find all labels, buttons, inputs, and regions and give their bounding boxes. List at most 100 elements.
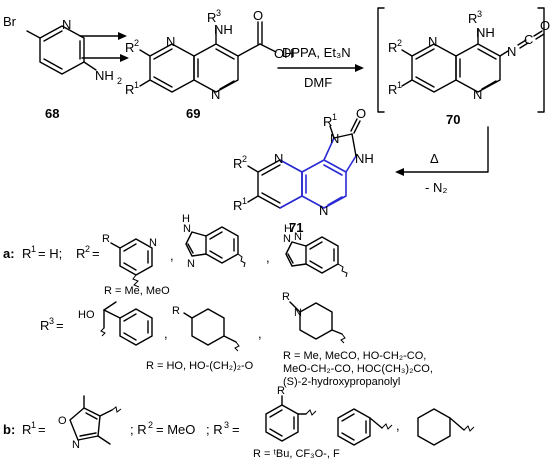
hydroxy-label: HO [78, 309, 95, 321]
separator-comma5: , [396, 418, 400, 433]
nh-label: NH [355, 151, 374, 166]
separator-comma: , [170, 248, 174, 263]
ring-nitrogen-1: N [428, 34, 437, 49]
a-r1: R [22, 246, 31, 261]
b-r3-eq: = [232, 422, 240, 437]
r1-superscript: 1 [397, 80, 402, 90]
legend-a-prefix: a: [3, 246, 15, 261]
imidazole-n: N [330, 131, 339, 146]
solvent-below: DMF [304, 75, 332, 90]
reagents-above: DPPA, Et₃N [282, 45, 351, 60]
b-r2-sup: 2 [148, 420, 153, 430]
r3-label: R [207, 10, 216, 25]
heat-above: Δ [430, 151, 439, 166]
r3-superscript: 3 [477, 9, 482, 19]
nh-label: NH [214, 22, 233, 37]
arrow-step3: Δ - N₂ [395, 126, 489, 195]
benz1-h: H [182, 213, 190, 225]
separator-comma3: , [164, 326, 168, 341]
r1-label: R [323, 114, 332, 129]
a-r3-eq: = [56, 318, 64, 333]
benz2-nh: N [283, 233, 291, 245]
compound-71: R 1 O NH N N N R 2 R 1 71 [233, 106, 374, 235]
a-r2-eq: = [92, 246, 100, 261]
nitrogen-loss-below: - N₂ [425, 180, 447, 195]
a-r3: R [40, 318, 49, 333]
separator-comma2: , [266, 250, 270, 265]
legend-b-prefix: b: [3, 422, 15, 437]
r1b-superscript: 1 [242, 196, 247, 206]
r2-label: R [125, 40, 134, 55]
hydroxyl-label: OH [274, 46, 294, 61]
isoxazole-o: O [58, 415, 67, 427]
r2-superscript: 2 [242, 154, 247, 164]
piperidine-note-1: R = Me, MeCO, HO-CH₂-CO, [283, 350, 426, 362]
separator-comma4: , [258, 326, 262, 341]
r2-label: R [233, 156, 242, 171]
ring-nitrogen-label: N [62, 17, 71, 32]
benz1-nh: N [183, 223, 191, 235]
compound-71-label: 71 [289, 220, 303, 235]
isocyanate-o: O [540, 18, 550, 33]
benz2-n: N [294, 231, 302, 243]
carbonyl-oxygen: O [253, 8, 263, 23]
b-r3-sup: 3 [224, 420, 229, 430]
compound-68-label: 68 [45, 106, 59, 121]
b-r1-sup: 1 [31, 420, 36, 430]
benz1-n: N [187, 258, 195, 270]
r3-superscript: 3 [216, 8, 221, 18]
amino-label: NH [95, 68, 114, 83]
ring-nitrogen-1: N [166, 34, 175, 49]
r2-label: R [388, 40, 397, 55]
compound-69: R 3 NH R 2 R 1 N N O OH 69 [125, 8, 294, 121]
cyclohexyl-note: R = HO, HO-(CH₂)₂-O [146, 360, 254, 372]
compound-69-label: 69 [186, 106, 200, 121]
r2-superscript: 2 [397, 38, 402, 48]
a-r2: R [76, 246, 85, 261]
a-r1-sup: 1 [31, 244, 36, 254]
isocyanate-c: C [524, 32, 533, 47]
legend-b: b: R 1 = O N ; R 2 = MeO ; R 3 = R R = ᵗ… [3, 385, 475, 460]
r3-label: R [468, 11, 477, 26]
pyridine-n: N [149, 237, 157, 249]
b-r2: ; R [130, 422, 147, 437]
isocyanate-n: N [507, 44, 516, 59]
r1-label: R [388, 82, 397, 97]
isoxazole-n: N [72, 439, 80, 451]
ring-nitrogen-1: N [274, 151, 283, 166]
r1-label: R [125, 82, 134, 97]
a-r3-sup: 3 [49, 316, 54, 326]
pyridine-note: R = Me, MeO [104, 285, 170, 297]
b-r2-value: = MeO [156, 422, 195, 437]
piperidine-r: R [282, 291, 290, 303]
a-r2-sup: 2 [85, 244, 90, 254]
r2-superscript: 2 [134, 38, 139, 48]
carbonyl-oxygen: O [356, 106, 366, 121]
ring-nitrogen-2: N [211, 87, 220, 102]
b-r1: R [22, 422, 31, 437]
r1-superscript: 1 [134, 80, 139, 90]
phenyl-r: R [277, 385, 285, 397]
legend-a: a: R 1 = H; R 2 = R N R = Me, MeO , N H … [3, 213, 433, 388]
r1-superscript: 1 [332, 112, 337, 122]
piperidine-n: N [294, 307, 302, 319]
b-r1-eq: = [38, 422, 46, 437]
cyclohexyl-r: R [172, 305, 180, 317]
ring-nitrogen-2: N [473, 87, 482, 102]
compound-68: Br N NH 2 68 [3, 14, 122, 121]
nh-label: NH [476, 25, 495, 40]
r1b-label: R [233, 198, 242, 213]
arrow-step1 [79, 32, 129, 62]
amino-subscript: 2 [117, 76, 122, 86]
benz2-h: H [284, 223, 292, 235]
ring-nitrogen-2: N [319, 203, 328, 218]
piperidine-note-2: MeO-CH₂-CO, HOC(CH₃)₂CO, [283, 363, 433, 375]
bromo-label: Br [3, 14, 17, 29]
compound-70: R 3 NH R 2 R 1 N N N C O 70 [377, 7, 550, 127]
piperidine-note-3: (S)-2-hydroxypropanolyl [283, 376, 400, 388]
arrow-step2: DPPA, Et₃N DMF [277, 45, 364, 90]
b-r3: ; R [206, 422, 223, 437]
phenyl-note: R = ᵗBu, CF₃O-, F [253, 448, 340, 460]
a-r1-value: = H; [38, 246, 62, 261]
